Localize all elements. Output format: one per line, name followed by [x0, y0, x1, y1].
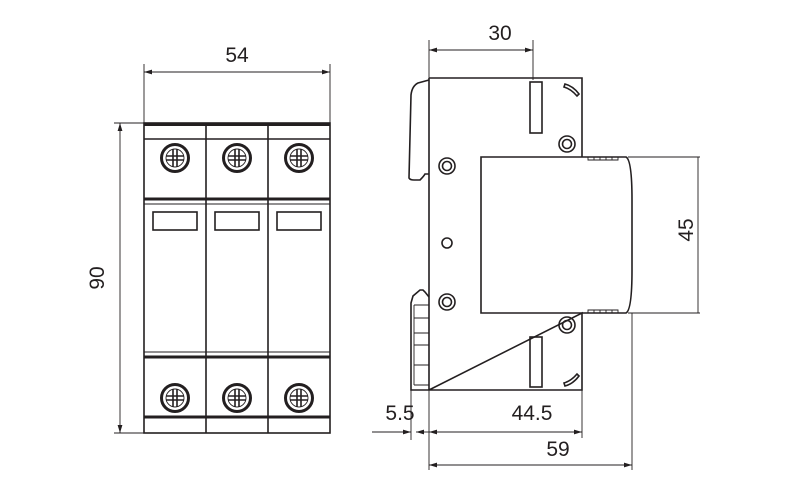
body-depth-dimension-label: 44.5 [512, 402, 553, 425]
indicator-window [152, 211, 198, 231]
terminal-screw-icon [284, 143, 314, 173]
top-depth-dimension-label: 30 [488, 22, 511, 45]
indicator-window [276, 211, 322, 231]
terminal-screw-icon [160, 143, 190, 173]
terminal-screw-icon [222, 143, 252, 173]
module-vents [587, 157, 619, 313]
side-view: 30 45 5.5 44.5 59 [372, 22, 700, 470]
terminal-screw-icon [284, 383, 314, 413]
terminal-screw-icon [160, 383, 190, 413]
indicator-window [214, 211, 260, 231]
height-dimension-label: 90 [86, 266, 109, 289]
width-dimension-label: 54 [225, 44, 249, 67]
terminal-screw-icon [222, 383, 252, 413]
front-view: 54 90 [86, 44, 331, 434]
clip-offset-dimension-label: 5.5 [385, 402, 414, 425]
total-depth-dimension-label: 59 [546, 438, 569, 461]
module-height-dimension-label: 45 [675, 218, 698, 241]
